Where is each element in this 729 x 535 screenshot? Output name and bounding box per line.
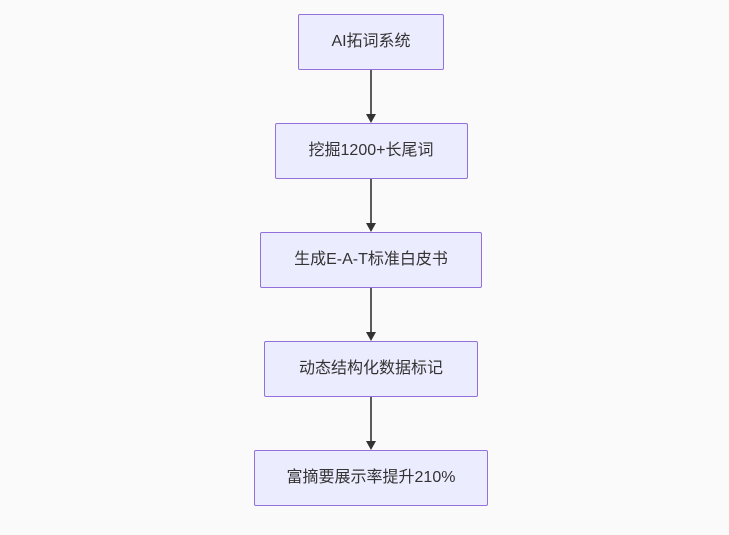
arrow-down-icon [366,288,376,341]
node-label: 富摘要展示率提升210% [286,469,456,486]
arrow-down-icon [366,179,376,232]
flowchart-node-ai-system: AI拓词系统 [298,14,444,70]
flowchart-node-rich-snippet-rate: 富摘要展示率提升210% [254,450,488,506]
flowchart-node-structured-data: 动态结构化数据标记 [264,341,478,397]
flowchart-node-eat-whitepaper: 生成E-A-T标准白皮书 [260,232,482,288]
node-label: 生成E-A-T标准白皮书 [294,251,448,268]
node-label: 挖掘1200+长尾词 [308,142,434,159]
flowchart: AI拓词系统 挖掘1200+长尾词 生成E-A-T标准白皮书 动态结构化数据标记… [254,14,488,506]
node-label: 动态结构化数据标记 [298,360,443,377]
arrow-down-icon [366,397,376,450]
node-label: AI拓词系统 [331,33,411,50]
flowchart-node-longtail-keywords: 挖掘1200+长尾词 [274,123,468,179]
arrow-down-icon [366,70,376,123]
